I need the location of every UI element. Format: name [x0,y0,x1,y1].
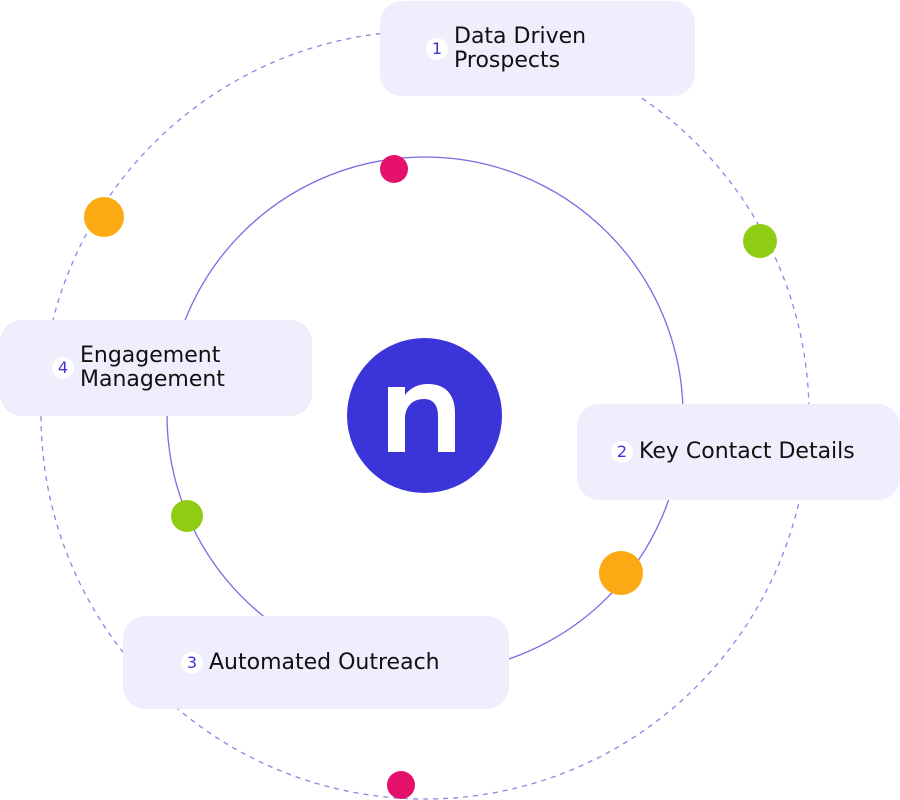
step-label: Key Contact Details [639,439,855,464]
dot-left-inner [171,500,203,532]
step-label: Data Driven Prospects [454,23,587,73]
step-label: Engagement Management [80,343,225,392]
step-number: 3 [181,651,203,674]
dot-lower-right-inner [599,551,643,595]
step-label: Automated Outreach [209,649,440,675]
step-card-engagement-management: 4 Engagement Management [0,320,312,416]
step-card-automated-outreach: 3 Automated Outreach [123,616,509,709]
dot-right-outer [743,224,777,258]
dot-bottom-outer [387,771,415,799]
step-number: 1 [426,37,448,60]
step-card-data-driven-prospects: 1 Data Driven Prospects [380,1,695,96]
step-number: 4 [52,357,74,379]
brand-logo [347,338,502,493]
step-card-key-contact-details: 2 Key Contact Details [577,404,900,500]
dot-top-inner [380,155,408,183]
step-number: 2 [611,441,633,463]
n-letter-logo-icon [388,384,455,452]
dot-upper-left-outer [84,197,124,237]
